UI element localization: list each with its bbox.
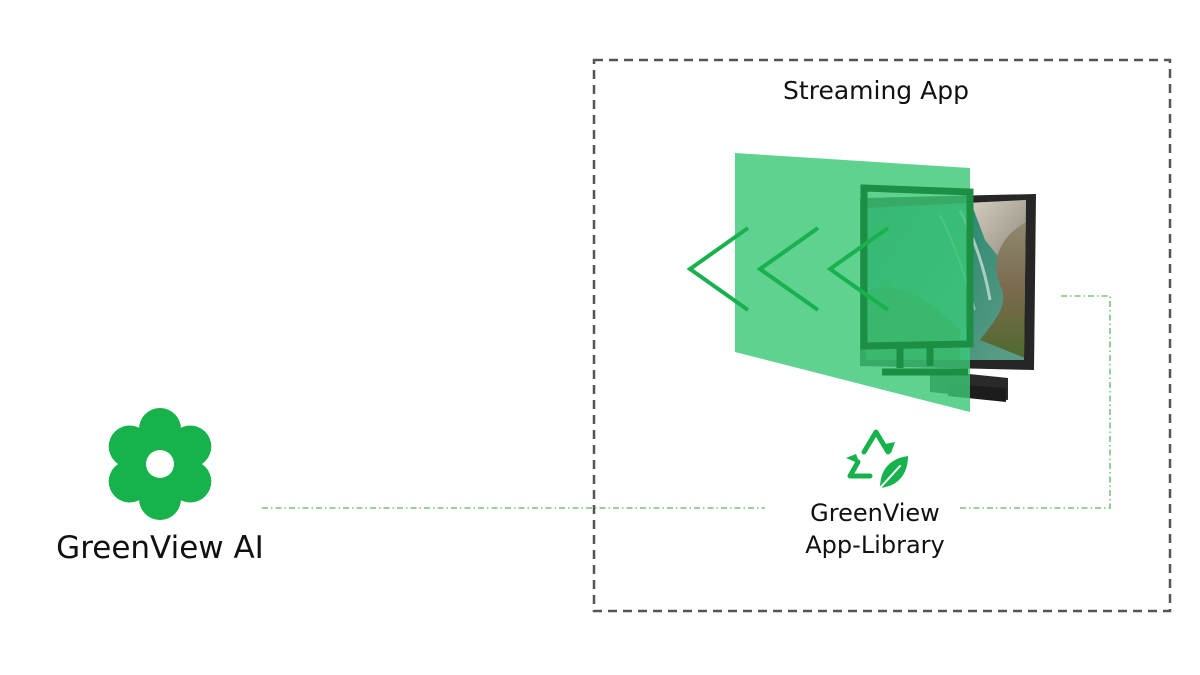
chevrons-left-icon <box>686 226 890 312</box>
recycle-leaf-icon <box>846 429 908 489</box>
flower-icon <box>108 408 212 520</box>
streaming-app-box <box>592 58 1172 613</box>
streaming-app-title: Streaming App <box>783 76 969 105</box>
connector-library-to-monitor <box>960 295 1111 509</box>
library-label-line2: App-Library <box>805 531 945 559</box>
library-label-line1: GreenView <box>810 499 940 527</box>
library-label: GreenView App-Library <box>765 497 985 561</box>
brand-name: GreenView AI <box>56 530 264 566</box>
